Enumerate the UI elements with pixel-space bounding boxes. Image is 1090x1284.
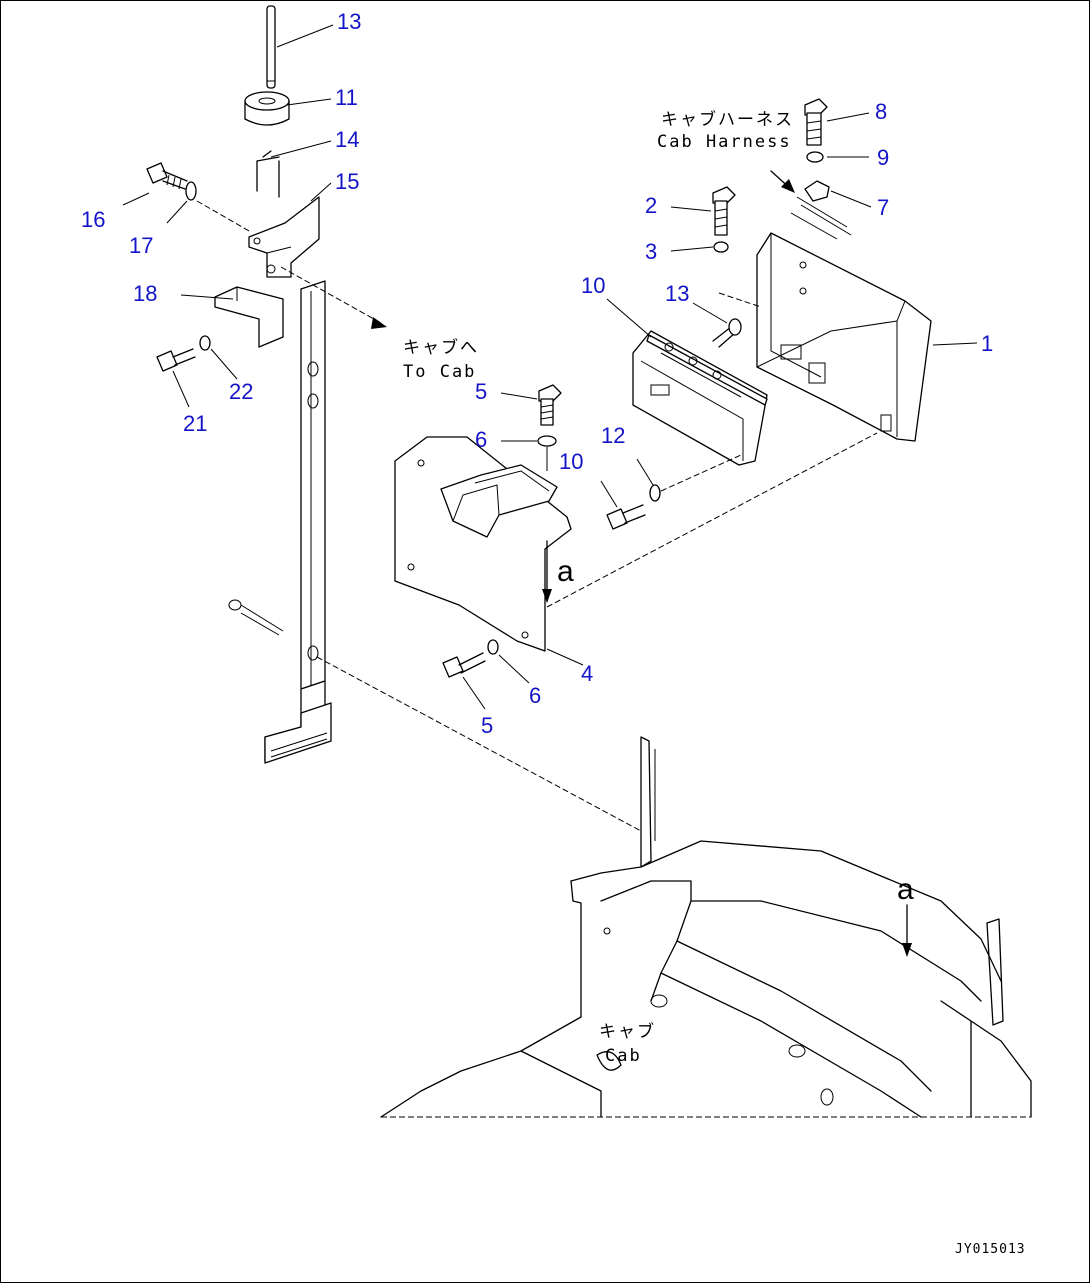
note-cab-harness-en: Cab Harness <box>657 132 792 152</box>
callout-1: 1 <box>981 331 993 356</box>
cab-structure <box>380 736 1032 1118</box>
bolt-top-2 <box>712 186 736 236</box>
callout-11: 10 <box>559 449 583 474</box>
washer-cover-top <box>537 435 557 447</box>
callout-15: 13 <box>665 281 689 306</box>
callout-14: 13 <box>337 9 361 34</box>
callout-7: 7 <box>877 195 889 220</box>
callout-2: 2 <box>645 193 657 218</box>
view-ref-a-lower: a <box>897 873 914 906</box>
controller-bracket-box <box>756 232 932 442</box>
washer-lower-left <box>199 335 211 351</box>
controller-unit <box>632 330 768 466</box>
callout-9: 9 <box>877 145 889 170</box>
antenna-base-cushion <box>244 91 290 126</box>
small-bolt-rail <box>228 599 284 636</box>
washer-controller <box>649 484 661 502</box>
callout-13: 11 <box>335 85 358 110</box>
callout-16: 14 <box>335 127 359 152</box>
nut-top-3 <box>713 241 729 253</box>
bolt-upper-left <box>146 162 188 190</box>
bolt-cover-bottom <box>442 652 486 678</box>
leader-lines <box>122 24 978 710</box>
washer-cover-bottom <box>487 639 499 655</box>
bolt-controller <box>606 504 646 530</box>
callout-12: 12 <box>601 423 625 448</box>
note-to-cab-jp: キャブへ <box>403 337 479 358</box>
bolt-top-8 <box>804 98 828 146</box>
callout-5-top: 5 <box>475 379 487 404</box>
view-ref-a-upper: a <box>557 555 574 588</box>
callout-20: 18 <box>133 281 157 306</box>
note-cab-en: Cab <box>605 1046 642 1066</box>
callout-8: 8 <box>875 99 887 124</box>
bolt-cover-top <box>538 384 562 426</box>
mount-bracket-lower <box>214 286 284 348</box>
washer-upper-left <box>185 181 197 201</box>
antenna-rod <box>266 5 276 89</box>
callout-3: 3 <box>645 239 657 264</box>
drawing-number: JY015013 <box>955 1242 1026 1257</box>
callout-19: 17 <box>129 233 153 258</box>
bolt-bracket-15 <box>712 318 742 348</box>
note-cab-harness-jp: キャブハーネス <box>661 109 794 130</box>
annotation-notes: キャブハーネス Cab Harness キャブへ To Cab キャブ Cab <box>403 109 794 1066</box>
callout-22: 22 <box>229 379 253 404</box>
note-to-cab-en: To Cab <box>403 362 476 382</box>
vertical-rail <box>264 280 332 764</box>
callout-5-bottom: 5 <box>481 713 493 738</box>
callout-labels: 13 11 14 15 16 17 18 22 21 8 9 7 2 3 10 … <box>81 9 993 738</box>
clamp-7 <box>790 180 852 240</box>
mount-bracket-upper <box>248 196 320 278</box>
callout-4: 4 <box>581 661 593 686</box>
callout-6-bottom: 6 <box>529 683 541 708</box>
callout-10: 10 <box>581 273 605 298</box>
bolt-lower-left <box>156 348 196 372</box>
callout-21: 21 <box>183 411 207 436</box>
callout-17: 15 <box>335 169 359 194</box>
washer-top-9 <box>806 151 824 163</box>
callout-18: 16 <box>81 207 105 232</box>
callout-6-top: 6 <box>475 427 487 452</box>
note-cab-jp: キャブ <box>599 1021 656 1042</box>
antenna-clip <box>256 150 280 198</box>
cover-panel <box>394 436 572 652</box>
